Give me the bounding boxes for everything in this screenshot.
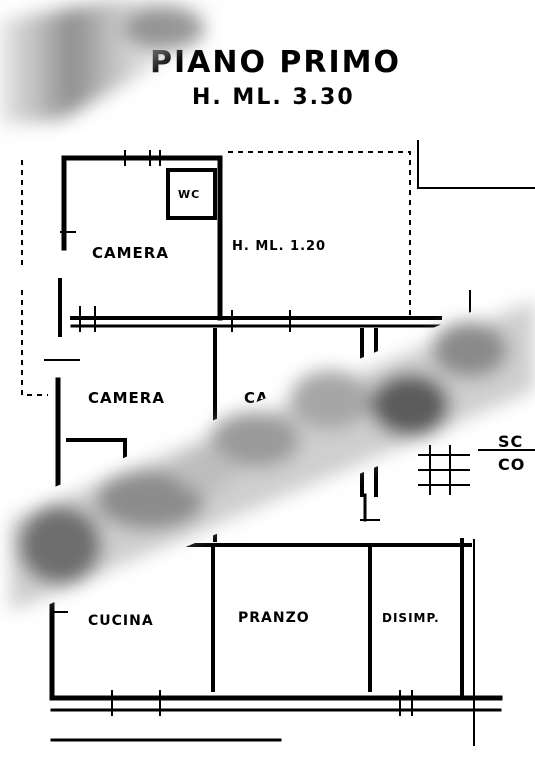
room-label-bedroom-top: CAMERA [92,244,169,262]
stair-marks [418,290,535,495]
floor-title: PIANO PRIMO [150,45,401,80]
exterior-walls [49,155,503,746]
room-label-wc: WC [178,188,200,201]
room-label-storage: DISIMP. [382,611,440,625]
side-note-line2: CO [498,455,525,474]
floor-height: H. ML. 3.30 [192,85,355,110]
room-label-bedroom-mid: CAMERA [88,389,165,407]
dashed-boundary [21,140,535,396]
top-left-smudge [0,0,240,125]
room-label-kitchen: CUCINA [88,613,154,629]
room-label-living: PRANZO [238,610,310,626]
wc-box [166,168,217,220]
terrace-height-label: H. ML. 1.20 [232,239,326,254]
redaction-band [0,285,535,625]
side-note-line1: SC [498,432,523,451]
